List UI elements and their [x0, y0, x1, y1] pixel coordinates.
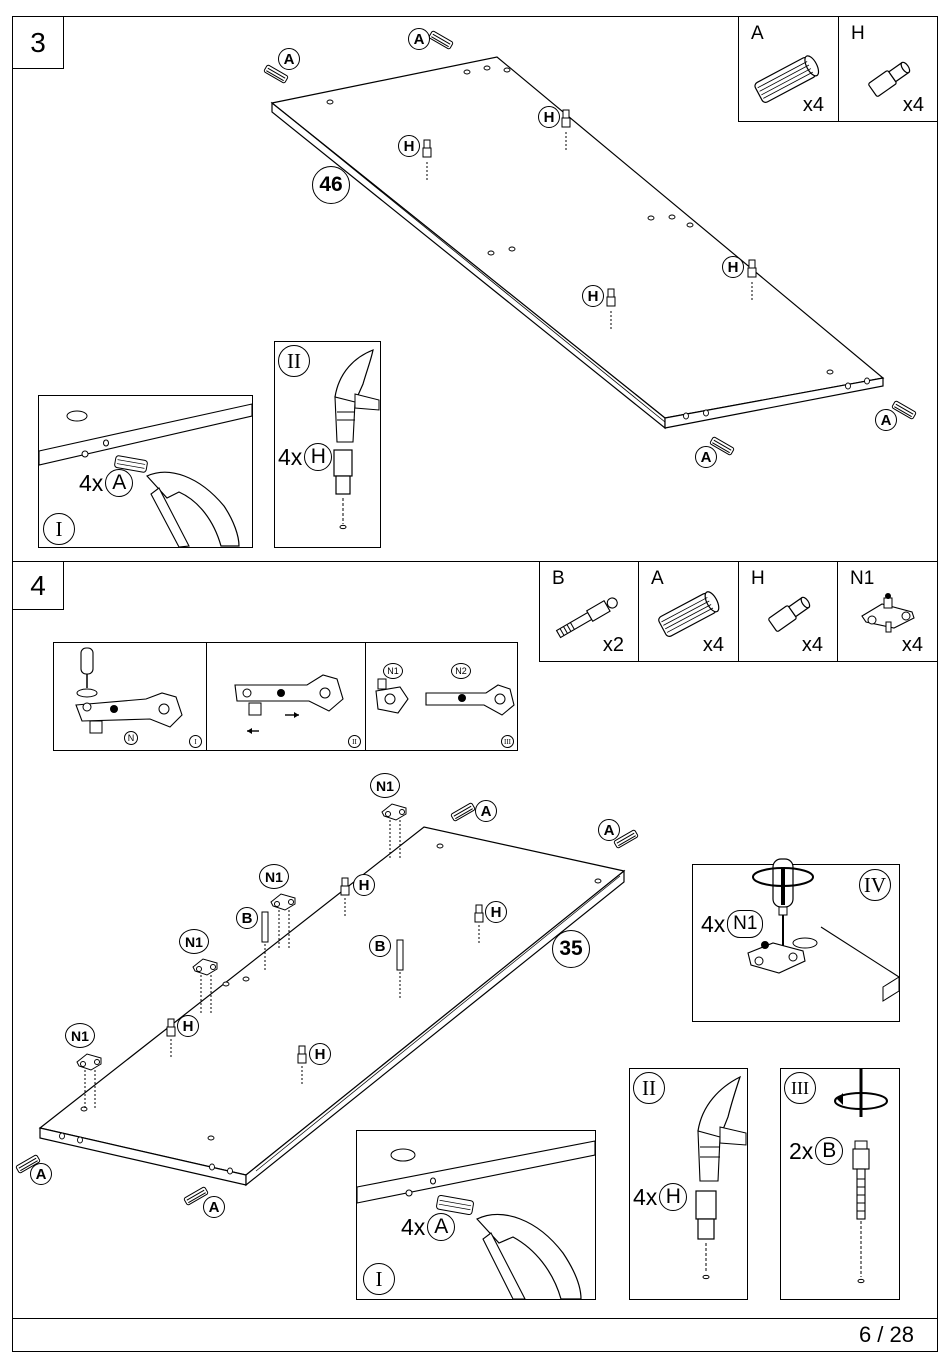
callout-h: H — [353, 874, 375, 896]
part-callout: H — [304, 443, 332, 471]
callout-n1: N1 — [65, 1023, 95, 1048]
callout-h: H — [485, 901, 507, 923]
step-4-detail-iii: III 2x B — [780, 1068, 900, 1300]
part-callout: A — [427, 1213, 455, 1241]
callout-a: A — [408, 28, 430, 50]
callout-b: B — [369, 935, 391, 957]
board-part-number: 46 — [312, 166, 350, 204]
quantity-count: 4x — [633, 1184, 657, 1211]
part-callout: H — [659, 1183, 687, 1211]
callout-h: H — [582, 285, 604, 307]
quantity-label: 4x H — [633, 1183, 687, 1211]
quantity-count: 4x — [278, 444, 302, 471]
callout-a: A — [30, 1163, 52, 1185]
callout-n1: N1 — [179, 929, 209, 954]
detail-roman-numeral: I — [43, 513, 75, 545]
part-callout: N1 — [727, 910, 763, 938]
callout-h: H — [177, 1015, 199, 1037]
callout-a: A — [695, 446, 717, 468]
detail-roman-numeral: II — [278, 345, 310, 377]
detail-roman-numeral: III — [784, 1072, 816, 1104]
detail-roman-numeral: IV — [859, 869, 891, 901]
callout-h: H — [722, 256, 744, 278]
detail-roman-numeral: I — [363, 1263, 395, 1295]
step-4-detail-i: 4x A I — [356, 1130, 596, 1300]
quantity-label: 4x N1 — [701, 910, 763, 938]
callout-a: A — [875, 409, 897, 431]
callout-a: A — [203, 1196, 225, 1218]
page-number: 6 / 28 — [859, 1322, 914, 1348]
step-4-detail-ii: II 4x H — [629, 1068, 748, 1300]
callout-h: H — [538, 106, 560, 128]
step-4-detail-iv: IV 4x N1 — [692, 864, 900, 1022]
quantity-count: 4x — [401, 1214, 425, 1241]
quantity-label: 2x B — [789, 1137, 843, 1165]
quantity-label: 4x A — [401, 1213, 455, 1241]
step-3-detail-i: 4x A I — [38, 395, 253, 548]
part-callout: A — [105, 469, 133, 497]
callout-h: H — [398, 135, 420, 157]
callout-b: B — [236, 907, 258, 929]
quantity-label: 4x A — [79, 469, 133, 497]
callout-n1: N1 — [370, 773, 400, 798]
quantity-label: 4x H — [278, 443, 332, 471]
callout-a: A — [475, 800, 497, 822]
step-3-detail-ii: II 4x H — [274, 341, 381, 548]
quantity-count: 4x — [701, 911, 725, 938]
quantity-count: 2x — [789, 1138, 813, 1165]
callout-h: H — [309, 1043, 331, 1065]
quantity-count: 4x — [79, 470, 103, 497]
callout-a: A — [278, 48, 300, 70]
board-part-number: 35 — [552, 930, 590, 968]
detail-roman-numeral: II — [633, 1072, 665, 1104]
callout-a: A — [598, 819, 620, 841]
part-callout: B — [815, 1137, 843, 1165]
callout-n1: N1 — [259, 864, 289, 889]
